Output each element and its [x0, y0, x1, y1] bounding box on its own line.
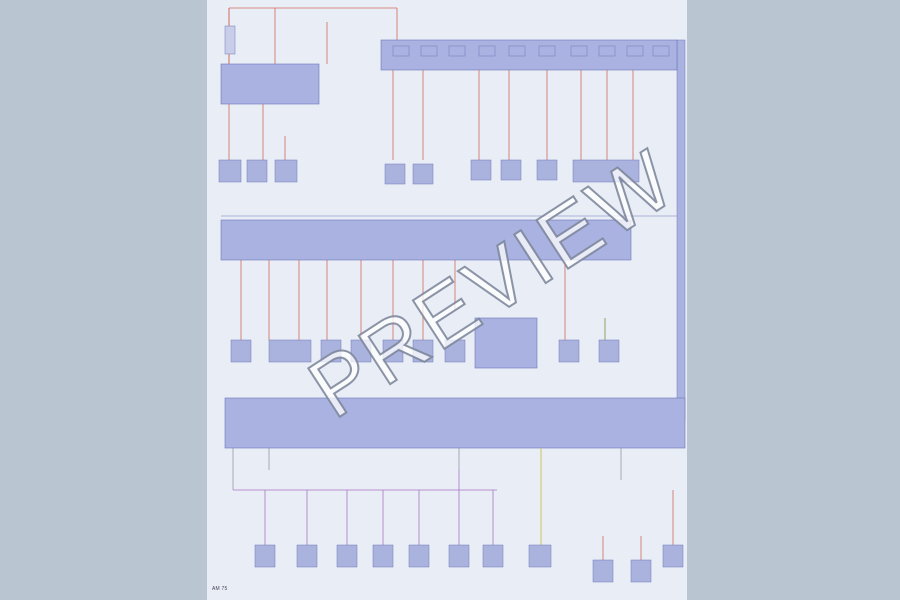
wiring-diagram-sheet: AM 75	[207, 0, 687, 600]
passenger-fuse-box	[220, 219, 632, 261]
wiring-diagram	[218, 7, 686, 583]
passenger-components	[230, 339, 620, 363]
transmission-control-module	[474, 317, 538, 369]
left-components	[218, 159, 298, 183]
lower-purple-wires	[264, 470, 494, 545]
battery-fuse-box	[220, 63, 320, 105]
engine-fuse-wires	[392, 70, 634, 160]
engine-fuse-box	[380, 39, 678, 71]
engine-components	[384, 159, 640, 185]
lower-fuse-box	[224, 397, 686, 449]
passenger-fuse-wires	[240, 260, 566, 340]
lower-components	[254, 544, 684, 583]
engine-fuse-row	[392, 45, 670, 57]
main-bus-frame	[676, 39, 686, 421]
fusible-link	[224, 25, 236, 55]
page-id: AM 75	[212, 586, 228, 592]
